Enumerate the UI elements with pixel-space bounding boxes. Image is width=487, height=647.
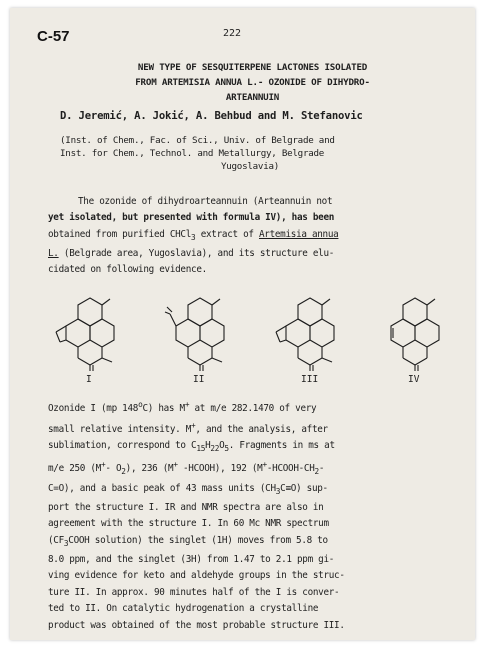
text-line: sublimation, correspond to C15H22O5. Fra… bbox=[48, 438, 468, 457]
text-span: (Belgrade area, Yugoslavia), and its str… bbox=[58, 248, 335, 260]
text-line: agreement with the structure I. In 60 Mc… bbox=[48, 518, 329, 530]
text-line: obtained from purified CHCl3 extract of … bbox=[48, 227, 468, 246]
text-span: small relative intensity. M bbox=[48, 423, 192, 435]
text-span: C=O), and a basic peak of 43 mass units … bbox=[48, 482, 276, 494]
abstract-code: C-57 bbox=[37, 28, 70, 45]
text-span: ), 236 (M bbox=[125, 463, 174, 475]
species-name: Artemisia annua bbox=[258, 228, 339, 240]
species-name: L. bbox=[48, 248, 59, 260]
text-span: m/e 250 (M bbox=[48, 463, 101, 475]
subscript: 2 bbox=[314, 467, 320, 477]
title-line: NEW TYPE OF SESQUITERPENE LACTONES ISOLA… bbox=[137, 62, 368, 73]
structure-label: I bbox=[86, 374, 92, 385]
structure-label: III bbox=[301, 374, 319, 385]
subscript: 15 bbox=[196, 443, 206, 453]
title-line: FROM ARTEMISIA ANNUA L.- OZONIDE OF DIHY… bbox=[135, 77, 370, 88]
text-span: at m/e 282.1470 of very bbox=[189, 403, 317, 415]
text-line: 8.0 ppm, and the singlet (3H) from 1.47 … bbox=[48, 553, 335, 565]
superscript: + bbox=[191, 420, 196, 430]
affiliation-line: (Inst. of Chem., Fac. of Sci., Univ. of … bbox=[60, 135, 335, 146]
text-span: - bbox=[318, 463, 325, 475]
text-span: (CF bbox=[48, 534, 64, 546]
superscript: + bbox=[173, 460, 178, 470]
superscript: + bbox=[262, 460, 267, 470]
text-line: product was obtained of the most probabl… bbox=[48, 619, 345, 631]
text-line: Ozonide I (mp 148oC) has M+ at m/e 282.1… bbox=[48, 397, 468, 418]
body-paragraph: Ozonide I (mp 148oC) has M+ at m/e 282.1… bbox=[48, 397, 468, 634]
subscript: 3 bbox=[63, 538, 69, 548]
text-line: ving evidence for keto and aldehyde grou… bbox=[48, 570, 345, 582]
subscript: 22 bbox=[210, 443, 220, 453]
structure-iii-drawing bbox=[275, 297, 335, 371]
text-span: -HCOOH), 192 (M bbox=[177, 463, 263, 475]
superscript: + bbox=[184, 400, 190, 409]
text-line: port the structure I. IR and NMR spectra… bbox=[48, 501, 324, 513]
affiliation-line: Inst. for Chem., Technol. and Metallurgy… bbox=[60, 148, 325, 159]
structure-i-drawing bbox=[55, 297, 115, 371]
subscript: 2 bbox=[121, 467, 126, 477]
title-line: ARTEANNUIN bbox=[225, 92, 280, 103]
text-span: COOH solution) the singlet (1H) moves fr… bbox=[68, 534, 328, 546]
text-line: ted to II. On catalytic hydrogenation a … bbox=[48, 603, 319, 615]
text-span: . Fragments in ms at bbox=[228, 440, 335, 451]
structure-label: II bbox=[193, 374, 205, 385]
text-line: yet isolated, but presented with formula… bbox=[48, 210, 468, 226]
intro-paragraph: The ozonide of dihydroarteannuin (Artean… bbox=[48, 194, 468, 279]
text-span: H bbox=[205, 440, 211, 451]
text-line: The ozonide of dihydroarteannuin (Artean… bbox=[78, 196, 333, 207]
text-span: C) has M bbox=[142, 403, 185, 415]
superscript: + bbox=[100, 460, 106, 470]
text-line: cidated on following evidence. bbox=[48, 264, 207, 276]
structure-iv-drawing bbox=[390, 297, 440, 371]
text-span: extract of bbox=[195, 228, 259, 240]
superscript: o bbox=[138, 400, 143, 409]
text-span: yet isolated, but presented with formula… bbox=[48, 212, 335, 224]
authors: D. Jeremić, A. Jokić, A. Behbud and M. S… bbox=[60, 110, 363, 122]
structure-labels: I II III IV bbox=[50, 374, 450, 390]
affiliation: (Inst. of Chem., Fac. of Sci., Univ. of … bbox=[60, 134, 460, 173]
text-line: ture II. In approx. 90 minutes half of t… bbox=[48, 586, 340, 598]
page-number: 222 bbox=[223, 28, 242, 39]
text-span: O bbox=[219, 440, 225, 451]
text-line: C=O), and a basic peak of 43 mass units … bbox=[48, 481, 468, 500]
subscript: 5 bbox=[224, 443, 229, 453]
text-line: (CF3COOH solution) the singlet (1H) move… bbox=[48, 533, 468, 552]
text-line: L. (Belgrade area, Yugoslavia), and its … bbox=[48, 246, 468, 262]
text-span: obtained from purified CHCl bbox=[48, 228, 192, 240]
text-span: C≡O) sup- bbox=[280, 482, 328, 494]
chemical-structures-figure bbox=[55, 297, 440, 371]
text-line: small relative intensity. M+, and the an… bbox=[48, 418, 468, 439]
text-line: m/e 250 (M+- O2), 236 (M+ -HCOOH), 192 (… bbox=[48, 457, 468, 480]
text-span: -HCOOH-CH bbox=[266, 463, 315, 475]
structure-ii-drawing bbox=[164, 297, 225, 371]
subscript: 3 bbox=[275, 486, 281, 496]
text-span: sublimation, correspond to C bbox=[48, 440, 197, 451]
paper-page: C-57 222 NEW TYPE OF SESQUITERPENE LACTO… bbox=[10, 8, 475, 640]
text-span: - O bbox=[105, 463, 122, 475]
text-span: Ozonide I (mp 148 bbox=[48, 403, 139, 415]
subscript: 3 bbox=[191, 232, 196, 242]
paper-title: NEW TYPE OF SESQUITERPENE LACTONES ISOLA… bbox=[40, 60, 465, 105]
structure-label: IV bbox=[408, 374, 420, 385]
text-span: , and the analysis, after bbox=[195, 423, 328, 435]
affiliation-line: Yugoslavia) bbox=[220, 161, 280, 172]
